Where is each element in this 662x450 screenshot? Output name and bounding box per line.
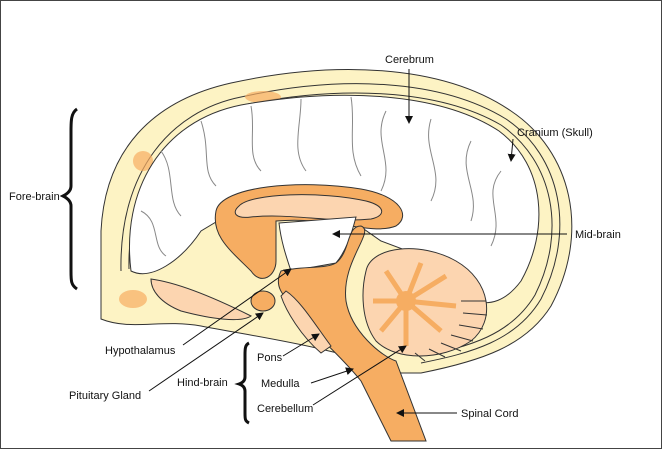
pons-leader <box>282 333 320 357</box>
label-hypothalamus: Hypothalamus <box>105 345 176 357</box>
cerebellum-leader <box>312 345 407 406</box>
gyrus-line <box>160 150 182 217</box>
gyrus-line <box>380 110 387 192</box>
hind-brain-bracket <box>234 341 250 425</box>
cranium-inner-line <box>120 83 561 364</box>
label-fore-brain: Fore-brain <box>9 191 60 203</box>
gyrus-line <box>490 170 502 247</box>
skull-patch <box>119 290 147 308</box>
gyrus-line <box>140 210 167 257</box>
label-spinal-cord: Spinal Cord <box>461 408 518 420</box>
gyrus-line <box>428 118 437 202</box>
label-pons: Pons <box>257 352 283 364</box>
medulla-leader <box>310 367 354 384</box>
pituitary-shape <box>250 290 276 312</box>
cerebellum-folia <box>414 300 488 362</box>
gyrus-line <box>200 120 217 187</box>
label-cerebrum: Cerebrum <box>385 54 434 66</box>
pituitary-leader <box>148 312 264 392</box>
cranium-leader <box>507 138 516 162</box>
label-pituitary-gland: Pituitary Gland <box>69 390 141 402</box>
label-cranium: Cranium (Skull) <box>517 127 593 139</box>
label-medulla: Medulla <box>261 378 300 390</box>
cerebellum-arbor <box>373 262 457 346</box>
brain-underside <box>150 278 252 321</box>
corpus-callosum-light <box>234 194 383 221</box>
hypothalamus-leader <box>182 268 292 346</box>
gyrus-line <box>350 96 362 177</box>
label-hind-brain: Hind-brain <box>177 377 228 389</box>
label-cerebellum: Cerebellum <box>257 403 313 415</box>
label-mid-brain: Mid-brain <box>575 229 621 241</box>
gyrus-line <box>297 98 307 172</box>
cerebellum-core <box>396 291 416 311</box>
fore-brain-bracket <box>59 107 78 291</box>
skull-patch-5 <box>133 151 153 171</box>
gyrus-line <box>465 140 474 222</box>
gyrus-line <box>250 105 262 172</box>
